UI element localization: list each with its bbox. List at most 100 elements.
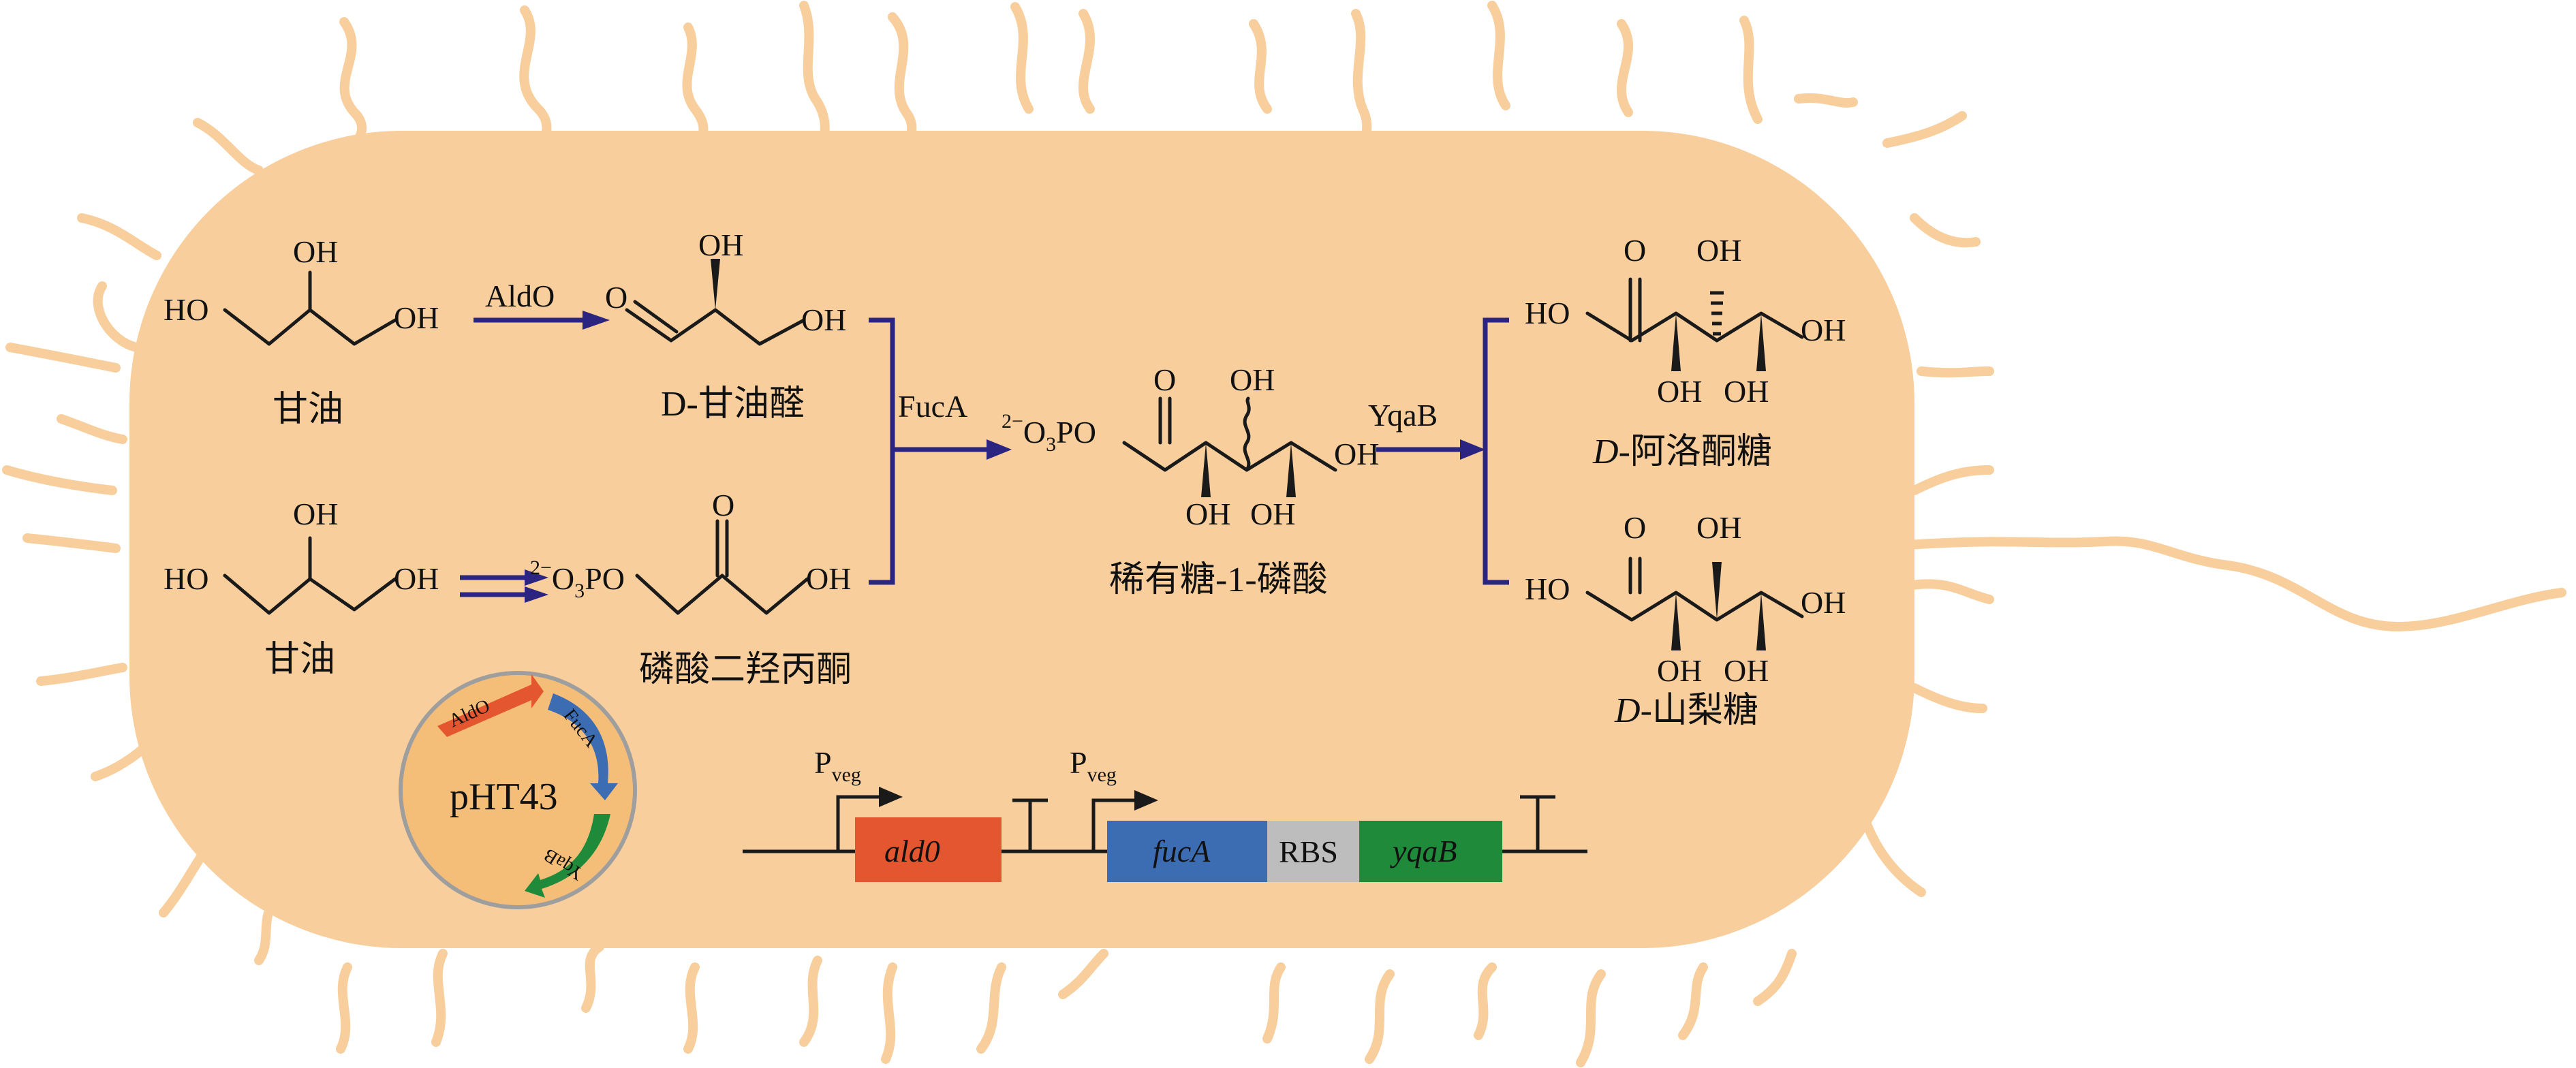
yqab-enzyme-label: YqaB: [1368, 398, 1438, 433]
phosphate-group: 2−O3PO: [1002, 410, 1096, 456]
promoter-2-arrowhead: [1134, 790, 1158, 811]
enzyme-labels: AldO FucA YqaB: [485, 279, 1438, 433]
atom-labels: HO OH OH O OH OH HO OH OH 2−O3PO O OH 2−…: [164, 227, 1846, 688]
phosphate-group: 2−O3PO: [530, 556, 625, 602]
glyceraldehyde-label: D-甘油醛: [661, 385, 805, 424]
rare-sugar-phosphate-label: 稀有糖-1-磷酸: [1109, 561, 1328, 599]
flagellum: [799, 956, 822, 1047]
flagellum: [22, 533, 121, 553]
flagellum: [1078, 9, 1095, 114]
d-allulose-prefix: D: [1592, 433, 1619, 471]
oh-label: OH: [293, 497, 338, 531]
promoter-1-label: Pveg: [814, 745, 861, 786]
cell-body: [129, 131, 1914, 948]
oh-label: OH: [1801, 585, 1846, 620]
d-sorbose-prefix: D: [1614, 691, 1641, 730]
reaction-arrows: [460, 317, 1509, 597]
oh-label: OH: [1657, 653, 1702, 688]
flagellum: [193, 118, 264, 175]
phosphate-po: PO: [1056, 415, 1096, 450]
wedge-bond: [1712, 562, 1722, 620]
rbs-label: RBS: [1279, 834, 1338, 869]
flagellum: [881, 962, 897, 1064]
oh-label: OH: [1250, 497, 1295, 531]
oh-label: OH: [293, 234, 338, 269]
flagellum: [93, 281, 141, 352]
promoter-p: P: [814, 745, 832, 780]
wedge-bond: [1286, 443, 1296, 497]
glycerol-1-label: 甘油: [273, 390, 343, 429]
flagellum: [1058, 949, 1108, 999]
ho-label: HO: [164, 292, 208, 327]
wedge-bond: [1671, 313, 1681, 371]
flagellum-long: [1903, 536, 2566, 632]
flagellum: [519, 5, 552, 144]
flagellum: [1910, 213, 1981, 248]
yqab-gene-box: [1359, 821, 1502, 882]
flagellum: [339, 17, 367, 151]
flagellum: [1576, 969, 1606, 1067]
compound-names: 甘油 D-甘油醛 甘油 磷酸二羟丙酮 稀有糖-1-磷酸 D-阿洛酮糖 D-山梨糖: [264, 385, 1772, 730]
fuca-enzyme-label: FucA: [898, 389, 967, 424]
promoter-subscript: veg: [832, 764, 861, 786]
wedge-bond: [711, 259, 720, 310]
flagellum: [36, 663, 127, 686]
phosphate-subscript: 3: [1046, 433, 1056, 456]
phosphate-charge: 2−: [530, 556, 552, 579]
oh-label: OH: [801, 302, 846, 337]
plasmid-aldo-arrow: [437, 674, 544, 737]
dhap-label: 磷酸二羟丙酮: [639, 650, 852, 689]
promoter-1: [836, 795, 879, 851]
flagellum: [57, 414, 127, 444]
flagellum: [682, 22, 709, 144]
phosphate-o: O: [1023, 415, 1046, 450]
flagellum: [1882, 111, 1967, 148]
flagellum: [976, 962, 1006, 1054]
promoter-2-label: Pveg: [1070, 745, 1117, 786]
flagellum: [1862, 819, 1926, 897]
flagellum: [1753, 949, 1797, 1006]
gene-construct: Pveg Pveg ald0 fucA RBS yqaB: [743, 745, 1587, 882]
oh-label: OH: [1334, 437, 1379, 471]
d-sorbose-name: -山梨糖: [1641, 691, 1758, 730]
arrowhead: [583, 311, 610, 330]
chemical-bonds: [223, 270, 1804, 622]
flagellum: [1617, 19, 1633, 117]
phosphate-charge: 2−: [1002, 410, 1023, 433]
sugar-phosphate-skeleton: [1122, 441, 1337, 472]
flagellum: [1910, 465, 1994, 495]
ald0-gene-label: ald0: [884, 834, 940, 868]
plasmid-fuca-arrow: [548, 693, 618, 800]
wedge-bond: [1201, 443, 1211, 497]
d-allulose-name: -阿洛酮糖: [1619, 433, 1772, 471]
rbs-box: [1267, 821, 1359, 882]
phosphate-o: O: [552, 561, 574, 596]
flagellum: [1903, 579, 1994, 604]
flagellum: [5, 343, 121, 373]
wedge-bond: [1756, 313, 1766, 371]
flagellum: [1794, 93, 1858, 108]
arrowhead: [525, 586, 548, 603]
oh-label: OH: [1657, 374, 1702, 409]
flagellum: [431, 949, 448, 1047]
stereo-wedges: [711, 259, 1766, 650]
allulose-skeleton: [1585, 311, 1804, 343]
o-label: O: [1624, 510, 1646, 545]
arrowhead: [1460, 439, 1485, 460]
glyceraldehyde-skeleton: [669, 308, 806, 346]
flagellum: [1249, 19, 1272, 114]
right-bracket: [1483, 317, 1509, 585]
fuca-gene-label: fucA: [1153, 834, 1211, 868]
flagellum: [1910, 683, 1987, 713]
flagellum: [799, 1, 830, 141]
dhap-skeleton: [635, 574, 809, 615]
flagellum: [581, 942, 604, 1013]
promoter-1-arrowhead: [879, 787, 903, 807]
ald0-gene-box: [855, 817, 1002, 882]
oh-label: OH: [1801, 313, 1846, 347]
arrowhead: [525, 569, 548, 586]
promoter-p: P: [1070, 745, 1087, 780]
flagellum: [1351, 9, 1372, 141]
oh-label: OH: [806, 561, 851, 596]
